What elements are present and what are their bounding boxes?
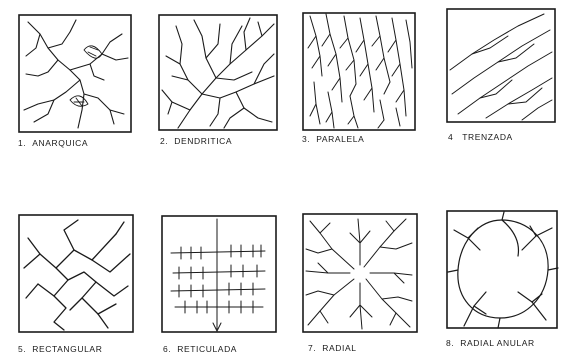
caption-label: RECTANGULAR [32, 344, 102, 354]
caption-number: 1. [18, 138, 26, 148]
caption-radial: 7. RADIAL [308, 343, 357, 353]
panel-rectangular: 5. RECTANGULAR [18, 214, 142, 359]
caption-label: ANARQUICA [32, 138, 88, 148]
panel-dendritica: 2. DENDRITICA [158, 14, 282, 164]
caption-number: 8. [446, 338, 454, 348]
caption-label: RADIAL [322, 343, 356, 353]
caption-label: RETICULADA [177, 344, 237, 354]
caption-anarquica: 1. ANARQUICA [18, 138, 88, 148]
caption-number: 5. [18, 344, 26, 354]
caption-rectangular: 5. RECTANGULAR [18, 344, 102, 354]
radial-anular-diagram [446, 210, 560, 334]
caption-paralela: 3. PARALELA [302, 134, 364, 144]
caption-number: 4 [448, 132, 453, 142]
caption-label: PARALELA [316, 134, 364, 144]
panel-paralela: 3. PARALELA [302, 12, 422, 162]
panel-trenzada: 4 TRENZADA [446, 8, 560, 158]
caption-dendritica: 2. DENDRITICA [160, 136, 232, 146]
rectangular-diagram [18, 214, 142, 338]
panel-radial-anular: 8. RADIAL ANULAR [446, 210, 560, 358]
caption-label: DENDRITICA [174, 136, 232, 146]
caption-trenzada: 4 TRENZADA [448, 132, 513, 142]
caption-number: 2. [160, 136, 168, 146]
reticulada-diagram [161, 215, 285, 339]
panel-reticulada: 6. RETICULADA [161, 215, 285, 359]
anarquica-diagram [18, 14, 134, 134]
caption-radial-anular: 8. RADIAL ANULAR [446, 338, 535, 348]
caption-label: TRENZADA [462, 132, 513, 142]
dendritica-diagram [158, 14, 282, 134]
radial-diagram [302, 213, 426, 337]
panel-anarquica: 1. ANARQUICA [18, 14, 134, 164]
caption-label: RADIAL ANULAR [460, 338, 535, 348]
panel-radial: 7. RADIAL [302, 213, 426, 359]
caption-number: 7. [308, 343, 316, 353]
paralela-diagram [302, 12, 422, 132]
caption-number: 3. [302, 134, 310, 144]
caption-reticulada: 6. RETICULADA [163, 344, 237, 354]
caption-number: 6. [163, 344, 171, 354]
trenzada-diagram [446, 8, 560, 128]
